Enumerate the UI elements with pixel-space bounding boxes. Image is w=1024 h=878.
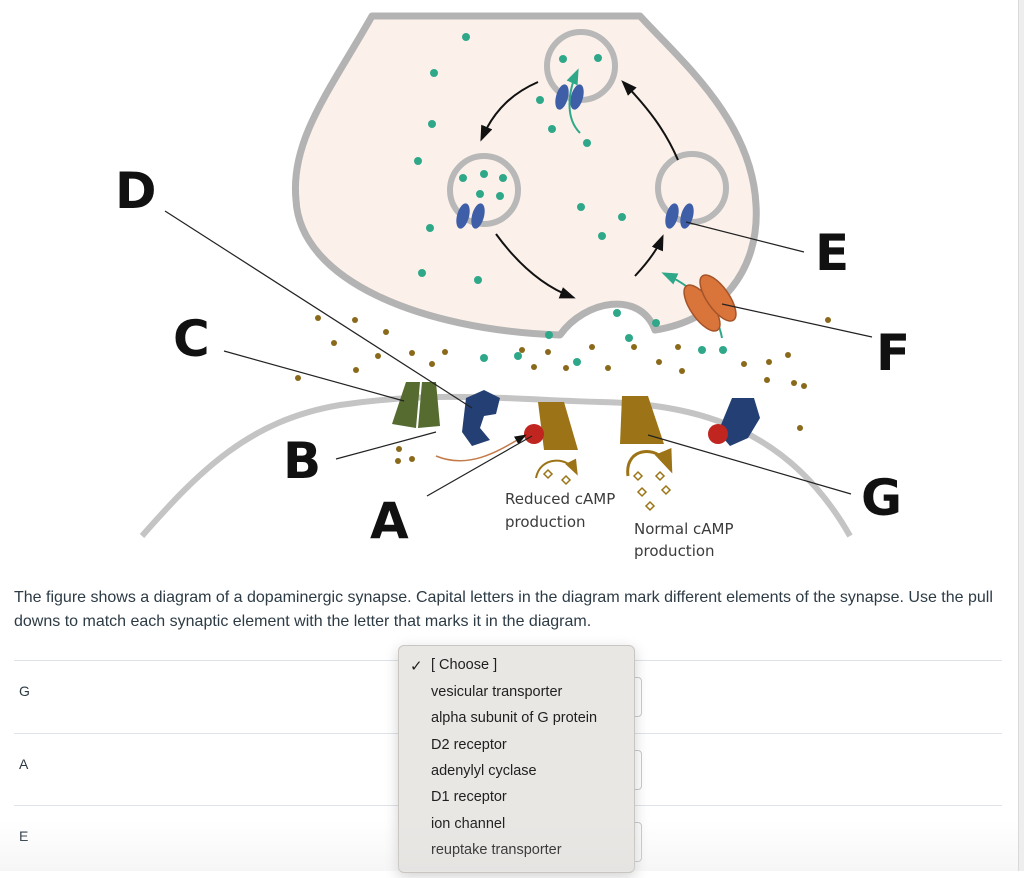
vesicular-transporter-left xyxy=(456,203,485,229)
option-reuptake-transporter[interactable]: reuptake transporter xyxy=(431,842,562,858)
d1-receptor xyxy=(708,398,760,446)
camp-molecules xyxy=(542,468,672,512)
option-alpha-subunit-g-protein[interactable]: alpha subunit of G protein xyxy=(431,710,598,726)
label-reduced-camp-2: production xyxy=(505,513,586,531)
option-choose[interactable]: [ Choose ] xyxy=(431,657,498,673)
dopamine-molecules-presynaptic xyxy=(414,33,626,317)
reuptake-transporter xyxy=(683,274,737,332)
label-reduced-camp-1: Reduced cAMP xyxy=(505,490,615,508)
vesicular-transporter-right xyxy=(665,203,694,229)
letter-a: A xyxy=(370,492,409,550)
brown-arrow xyxy=(435,434,527,462)
option-ion-channel[interactable]: ion channel xyxy=(431,816,506,832)
option-d2-receptor[interactable]: D2 receptor xyxy=(431,737,507,753)
adenylyl-cyclase xyxy=(620,396,664,444)
synapse-diagram: D C B A E F G Reduced cAMP production No… xyxy=(115,12,910,560)
teal-uptake-arrow-vesicle xyxy=(566,68,581,134)
vesicle-cycle-arrows xyxy=(480,80,679,299)
option-adenylyl-cyclase[interactable]: adenylyl cyclase xyxy=(431,763,537,779)
letter-f: F xyxy=(876,324,910,382)
checkmark-icon: ✓ xyxy=(410,658,423,675)
dropdown-menu[interactable]: ✓ [ Choose ] vesicular transporter alpha… xyxy=(398,645,635,873)
row-label: G xyxy=(19,683,30,699)
scrollbar-track[interactable] xyxy=(1018,0,1024,871)
row-label: A xyxy=(19,756,29,772)
d2-receptor xyxy=(462,390,500,446)
letter-b: B xyxy=(283,432,321,490)
question-text: The figure shows a diagram of a dopamine… xyxy=(14,589,993,630)
letter-g: G xyxy=(861,469,902,527)
ion-channel xyxy=(392,382,440,428)
pointer-lines xyxy=(164,210,873,497)
letter-d: D xyxy=(115,162,157,220)
letter-c: C xyxy=(173,310,210,368)
row-label: E xyxy=(19,828,29,844)
normal-camp-arrow xyxy=(626,447,673,477)
g-protein-left xyxy=(524,402,578,450)
presynaptic-terminal xyxy=(291,12,760,339)
vesicular-transporter-top xyxy=(555,84,584,110)
cleft-molecules xyxy=(295,315,831,464)
option-vesicular-transporter[interactable]: vesicular transporter xyxy=(431,684,563,700)
letter-e: E xyxy=(815,224,849,282)
label-normal-camp-2: production xyxy=(634,542,715,560)
option-d1-receptor[interactable]: D1 receptor xyxy=(431,789,507,805)
reduced-camp-arrow xyxy=(535,458,578,479)
label-normal-camp-1: Normal cAMP xyxy=(634,520,734,538)
